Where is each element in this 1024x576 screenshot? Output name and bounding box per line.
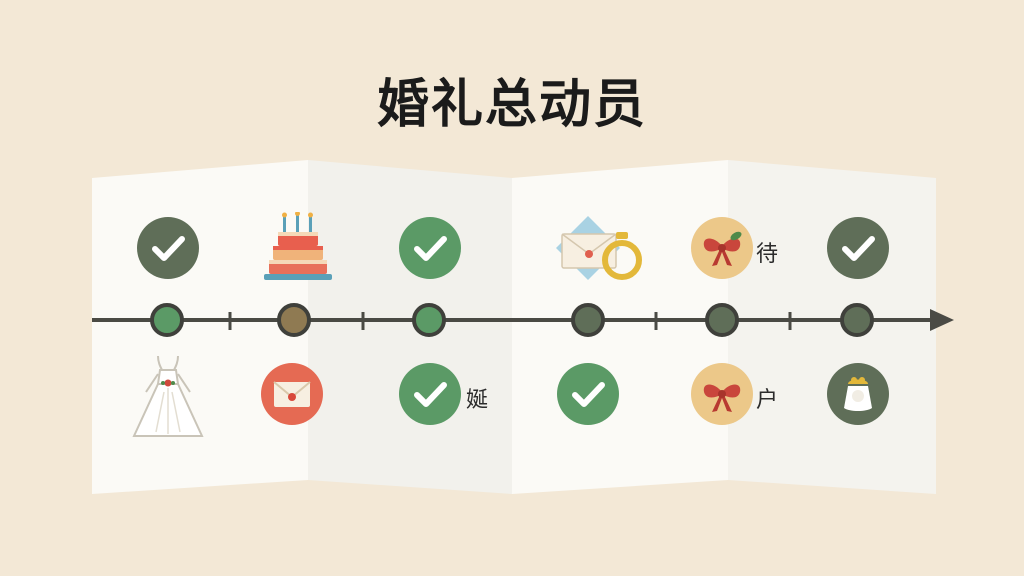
check-icon: [556, 362, 620, 426]
bow-icon: [690, 362, 754, 426]
check-label-bottom: 娫: [466, 388, 489, 413]
timeline-arrowhead: [930, 309, 954, 331]
timeline-node: [150, 303, 184, 337]
envelope-icon: [260, 362, 324, 426]
envelope-ring-icon: [554, 214, 646, 284]
timeline-node: [571, 303, 605, 337]
check-icon: [398, 362, 462, 426]
check-icon: [136, 216, 200, 280]
bow-icon: [690, 216, 754, 280]
check-icon: [398, 216, 462, 280]
veil-icon: [826, 362, 890, 426]
bow-label-bottom: 户: [756, 388, 779, 413]
bow-label-top: 待: [756, 242, 779, 267]
cake-icon: [264, 212, 332, 284]
page-title: 婚礼总动员: [376, 75, 647, 135]
wedding-dress-icon: [130, 352, 206, 440]
panel-2: [308, 160, 512, 494]
timeline-node: [840, 303, 874, 337]
panel-3: [512, 160, 728, 494]
timeline-node: [412, 303, 446, 337]
panel-1: [92, 160, 308, 494]
timeline-node: [705, 303, 739, 337]
check-icon: [826, 216, 890, 280]
timeline-node: [277, 303, 311, 337]
panel-4: [728, 160, 936, 494]
